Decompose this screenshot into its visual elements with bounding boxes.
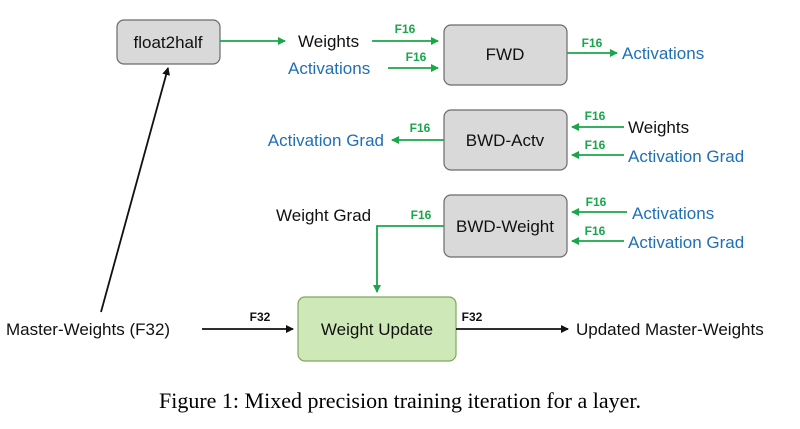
f32-tag-master-in: F32 xyxy=(250,310,271,324)
updated-master-weights-label: Updated Master-Weights xyxy=(576,320,764,339)
f32-tag-update-out: F32 xyxy=(462,310,483,324)
weights-in-fwd-label: Weights xyxy=(298,32,359,51)
f16-tag-bwd-actv-out: F16 xyxy=(410,121,431,135)
bwd-weight-label: BWD-Weight xyxy=(456,217,554,236)
figure-caption: Figure 1: Mixed precision training itera… xyxy=(158,388,642,413)
activations-in-bwd-weight-label: Activations xyxy=(632,204,714,223)
bwd-weight-to-weight-update-arrow xyxy=(373,225,444,293)
bwd-actv-label: BWD-Actv xyxy=(466,131,545,150)
master-weights-to-float2half-arrow xyxy=(100,67,171,313)
f16-tag-activation-grad-bwd-actv: F16 xyxy=(585,138,606,152)
weight-grad-label: Weight Grad xyxy=(276,206,371,225)
bwd-weight-node: BWD-Weight xyxy=(443,194,568,258)
master-weights-label: Master-Weights (F32) xyxy=(6,320,170,339)
activation-grad-in-bwd-weight-label: Activation Grad xyxy=(628,233,744,252)
f16-tag-weight-grad: F16 xyxy=(411,208,432,222)
float2half-node: float2half xyxy=(116,19,221,65)
weight-update-node: Weight Update xyxy=(297,296,457,362)
weight-update-label: Weight Update xyxy=(321,320,433,339)
f16-tag-activations-fwd: F16 xyxy=(406,50,427,64)
f16-tag-activations-bwd-weight: F16 xyxy=(586,195,607,209)
fwd-label: FWD xyxy=(486,45,525,64)
activations-out-fwd-label: Activations xyxy=(622,44,704,63)
f16-tag-activation-grad-bwd-weight: F16 xyxy=(585,224,606,238)
weights-in-bwd-actv-label: Weights xyxy=(628,118,689,137)
bwd-actv-node: BWD-Actv xyxy=(443,109,568,171)
activations-in-fwd-label: Activations xyxy=(288,59,370,78)
activation-grad-out-label: Activation Grad xyxy=(268,131,384,150)
f16-tag-weights-fwd: F16 xyxy=(395,22,416,36)
f16-tag-weights-bwd-actv: F16 xyxy=(585,109,606,123)
float2half-label: float2half xyxy=(134,33,203,52)
activation-grad-in-bwd-actv-label: Activation Grad xyxy=(628,147,744,166)
fwd-node: FWD xyxy=(443,24,568,86)
f16-tag-fwd-out: F16 xyxy=(582,36,603,50)
